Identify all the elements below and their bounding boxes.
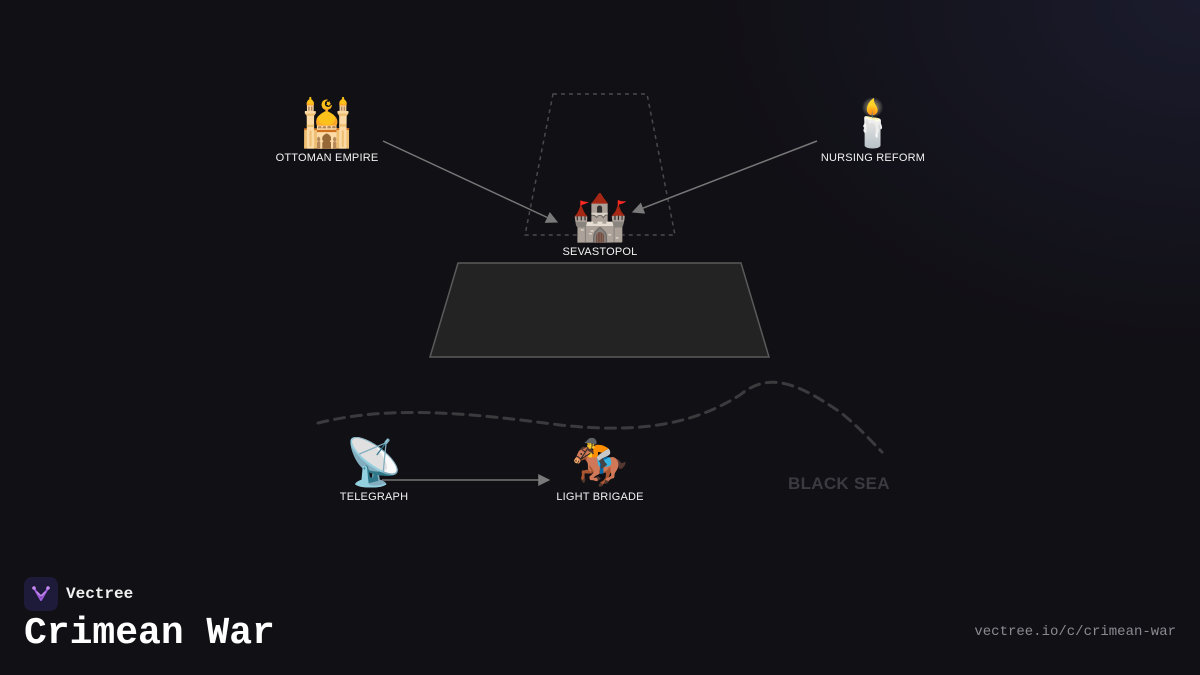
brand-name: Vectree: [66, 585, 134, 603]
fortress-outline: [524, 93, 676, 236]
brand[interactable]: Vectree: [24, 577, 133, 611]
page-url[interactable]: vectree.io/c/crimean-war: [974, 624, 1176, 640]
edge-ottoman-to-sevastopol: [382, 140, 559, 223]
castle-icon: 🏰: [571, 190, 629, 244]
coastline-path: [316, 380, 884, 454]
vectree-logo-icon: [24, 577, 58, 611]
node-ottoman-empire[interactable]: 🕌 OTTOMAN EMPIRE: [237, 96, 417, 164]
node-sevastopol[interactable]: 🏰 SEVASTOPOL: [510, 190, 690, 258]
horse-racing-icon: 🏇: [571, 435, 629, 489]
mosque-icon: 🕌: [298, 96, 356, 150]
node-light-brigade[interactable]: 🏇 LIGHT BRIGADE: [510, 435, 690, 503]
node-label: SEVASTOPOL: [562, 246, 638, 258]
node-label: LIGHT BRIGADE: [556, 491, 644, 503]
page-title: Crimean War: [24, 612, 275, 655]
node-label: NURSING REFORM: [820, 152, 926, 164]
candle-icon: 🕯️: [844, 96, 902, 150]
node-nursing-reform[interactable]: 🕯️ NURSING REFORM: [783, 96, 963, 164]
edge-nursing-to-sevastopol: [631, 140, 818, 214]
node-label: OTTOMAN EMPIRE: [275, 152, 379, 164]
node-label: TELEGRAPH: [339, 491, 409, 503]
satellite-dish-icon: 📡: [345, 435, 403, 489]
platform-trapezoid: [428, 262, 771, 358]
node-telegraph[interactable]: 📡 TELEGRAPH: [284, 435, 464, 503]
sea-label: BLACK SEA: [788, 474, 890, 493]
